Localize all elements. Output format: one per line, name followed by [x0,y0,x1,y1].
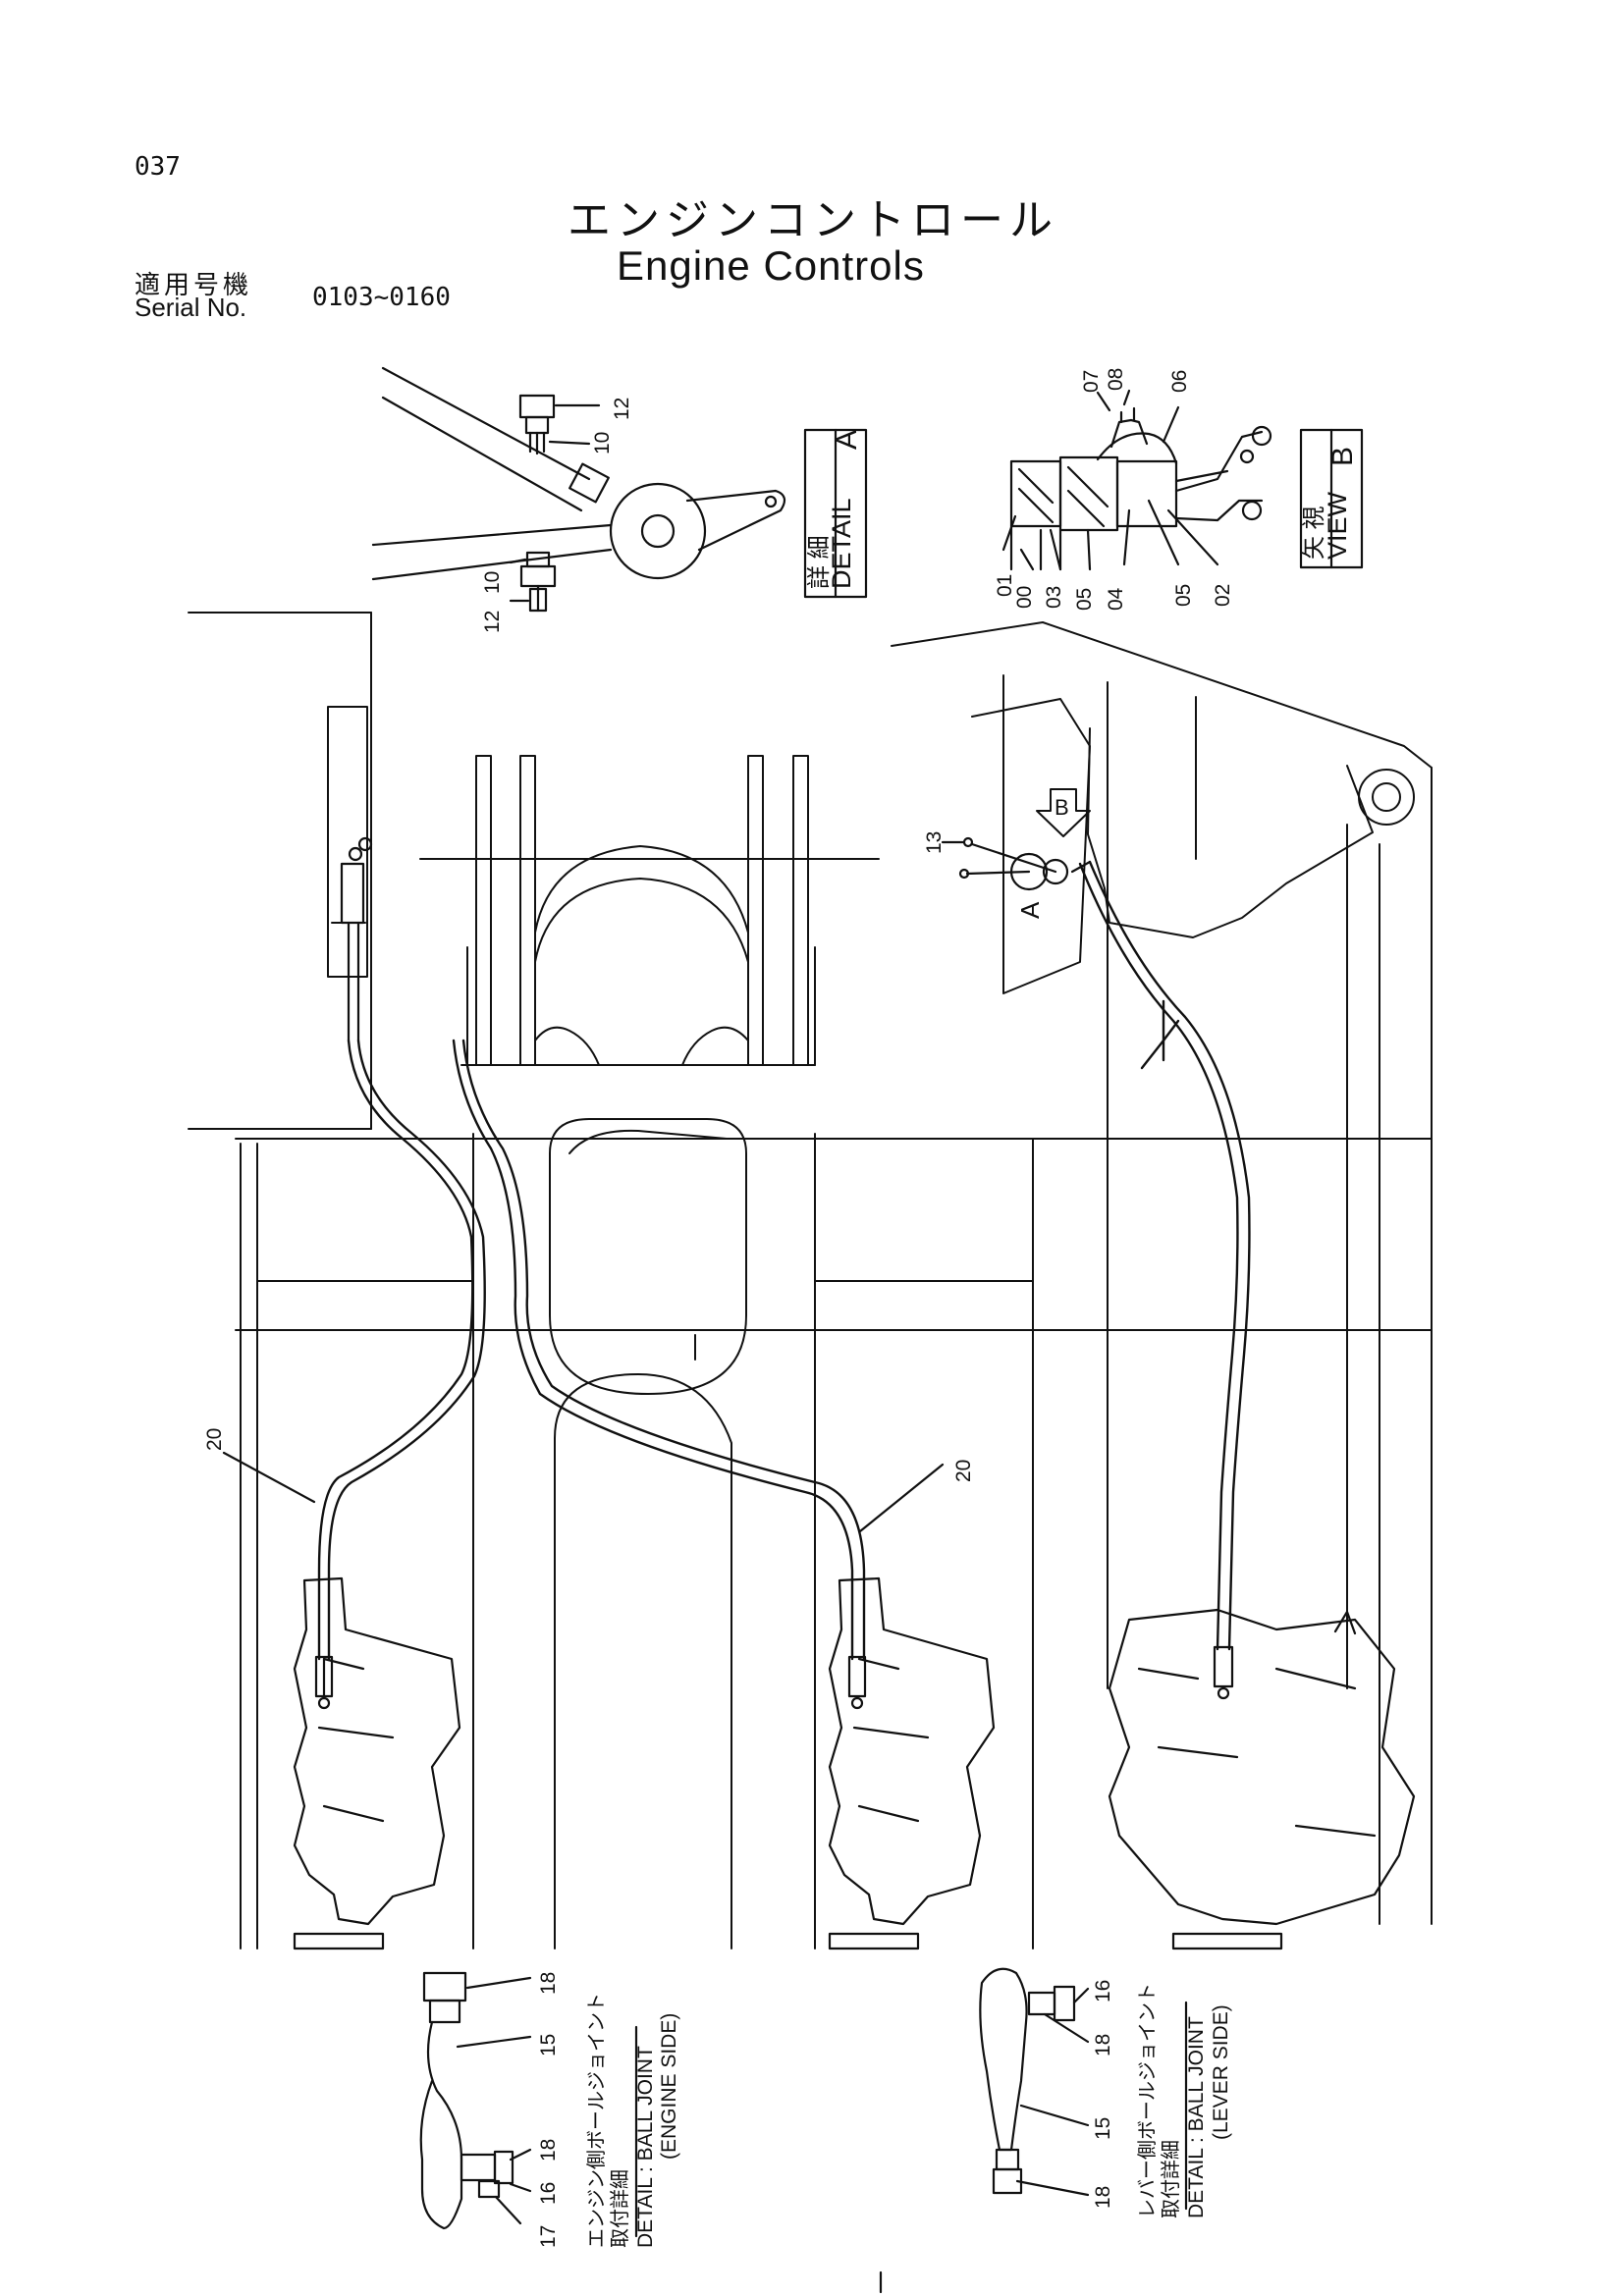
view-b-label-japanese: 矢 視 [1301,506,1327,560]
lever-detail-label-en2: (LEVER SIDE) [1210,2004,1232,2140]
callout-18: 18 [537,2139,560,2162]
cable-connector-left [340,836,373,1042]
callout-18: 18 [1092,2034,1114,2056]
callout-20-left: 20 [203,1428,226,1451]
callout-16: 16 [1092,1980,1114,2002]
lever-letter-a: A [1015,901,1045,919]
callout-10: 10 [591,432,614,454]
engine-outline-right [1108,1608,1416,1950]
serial-range: 0103~0160 [312,283,451,312]
engine-outline-left [293,1576,461,1950]
page-title-japanese: エンジンコントロール [568,195,1058,245]
callout-17: 17 [537,2225,560,2248]
arrow-b-label: B [1055,795,1069,820]
detail-a-letter: A [831,430,863,450]
ball-joint-detail-engine: 18 15 18 16 17 エンジン側ボールジョイント 取付詳細 DETAIL… [419,1972,680,2248]
serial-label-japanese: 適用号機 [135,271,253,300]
engine-detail-label-jp: エンジン側ボールジョイント [585,1993,608,2248]
cable-ends [314,1645,1234,1710]
callout-02: 02 [1212,584,1234,607]
callout-07: 07 [1080,370,1103,393]
callout-20-right: 20 [952,1460,975,1482]
page-number: 037 [135,152,181,182]
lever-detail-label-en: DETAIL : BALL JOINT [1185,2016,1208,2218]
callout-05: 05 [1073,588,1096,611]
engine-detail-label-jp2: 取付詳細 [609,2169,631,2248]
engine-detail-label-en: DETAIL : BALL JOINT [634,2046,657,2248]
callout-04: 04 [1105,587,1127,611]
callout-18: 18 [537,1972,560,1995]
detail-a-label-english: DETAIL [827,498,856,589]
callout-13: 13 [923,831,946,854]
callout-16: 16 [537,2182,560,2205]
callout-18: 18 [1092,2186,1114,2209]
callout-10: 10 [481,571,504,594]
callout-00: 00 [1013,586,1036,609]
detail-a-drawing: DETAIL A 詳 細 12 10 10 12 [371,366,868,633]
serial-label-english: Serial No. [135,293,247,322]
view-b-drawing: VIEW B 矢 視 07 08 06 01 00 03 05 04 05 02 [994,368,1364,611]
callout-08: 08 [1105,368,1127,391]
view-b-letter: B [1326,447,1359,466]
callout-06: 06 [1168,370,1191,393]
engine-detail-label-en2: (ENGINE SIDE) [658,2013,680,2160]
part-20-callouts: 20 20 [203,1428,975,1533]
callout-15: 15 [537,2034,560,2056]
callout-12: 12 [611,398,633,420]
ball-joint-detail-lever: 16 18 15 18 レバー側ボールジョイント 取付詳細 DETAIL : B… [979,1967,1232,2218]
callout-05: 05 [1172,584,1195,607]
lever-detail-label-jp: レバー側ボールジョイント [1136,1983,1159,2218]
callout-12: 12 [481,611,504,633]
callout-15: 15 [1092,2117,1114,2140]
throttle-cables [317,860,1251,1661]
lever-detail-label-jp2: 取付詳細 [1160,2140,1182,2218]
throttle-lever: 13 A [923,831,1092,919]
detail-a-label-japanese: 詳 細 [806,535,833,589]
engine-outline-center [828,1576,996,1950]
callout-03: 03 [1043,586,1065,609]
view-b-label-english: VIEW [1323,491,1352,560]
chassis-outline: B [188,612,1433,1949]
callout-01: 01 [994,574,1016,597]
page-title-english: Engine Controls [617,242,925,289]
